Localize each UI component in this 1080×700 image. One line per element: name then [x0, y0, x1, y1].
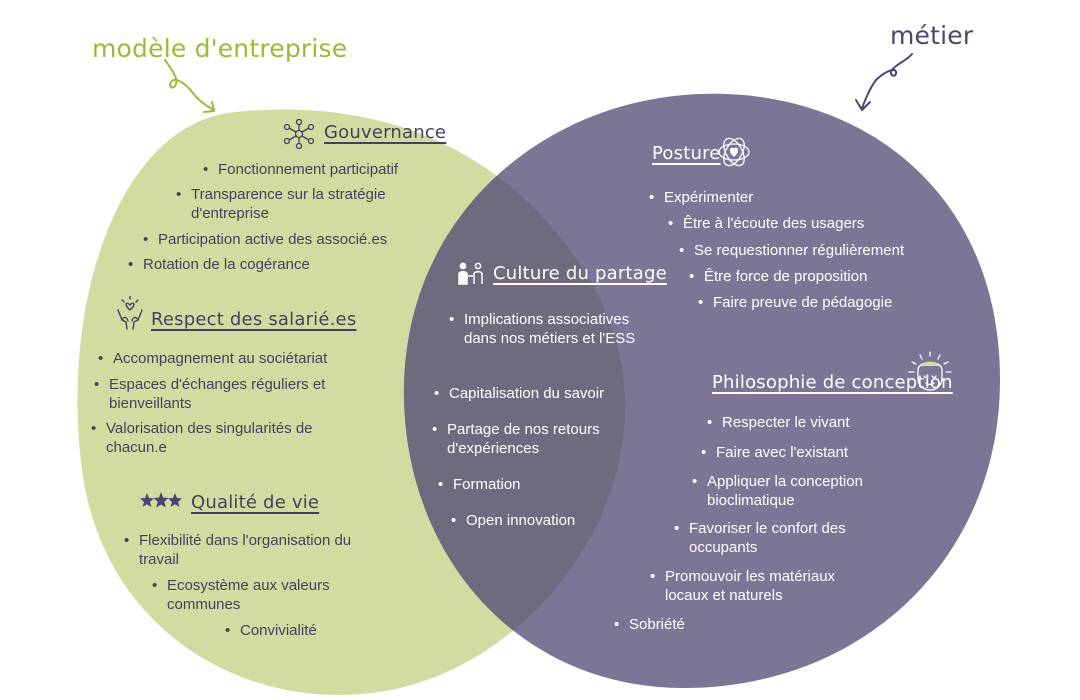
three-stars-icon [140, 492, 182, 510]
title-culture: Culture du partage [493, 263, 667, 284]
list-item: Faire preuve de pédagogie [698, 293, 953, 312]
list-item: Convivialité [225, 621, 400, 640]
list-item: Être à l'écoute des usagers [668, 214, 923, 233]
heart-mandala-icon [716, 134, 752, 170]
list-item: Open innovation [451, 511, 626, 530]
people-sharing-icon [456, 262, 486, 286]
list-item: Accompagnement au sociétariat [98, 349, 403, 368]
list-item: Favoriser le confort des occupants [674, 519, 879, 557]
list-item: Appliquer la conception bioclimatique [692, 472, 907, 510]
list-item: Respecter le vivant [707, 413, 922, 432]
head-mind-icon [904, 350, 956, 394]
network-icon [282, 119, 316, 149]
list-item: Sobriété [614, 615, 749, 634]
title-posture: Posture [652, 143, 721, 164]
list-item: Être force de proposition [689, 267, 944, 286]
list-item: Implications associatives dans nos métie… [449, 310, 654, 348]
list-item: Ecosystème aux valeurs communes [152, 576, 387, 614]
label-modele-entreprise: modèle d'entreprise [92, 34, 348, 63]
title-philosophie: Philosophie de conception [712, 372, 953, 393]
list-item: Espaces d'échanges réguliers et bienveil… [94, 375, 379, 413]
list-item: Se requestionner régulièrement [679, 241, 954, 260]
list-item: Transparence sur la stratégie d'entrepri… [176, 185, 441, 223]
list-item: Formation [438, 475, 603, 494]
arrow-left [164, 59, 215, 113]
overlap-area [403, 109, 626, 689]
raised-hands-heart-icon [116, 296, 144, 330]
list-item: Flexibilité dans l'organisation du trava… [124, 531, 379, 569]
title-qualite: Qualité de vie [191, 492, 320, 513]
list-item: Promouvoir les matériaux locaux et natur… [650, 567, 865, 605]
list-item: Expérimenter [649, 188, 864, 207]
list-item: Capitalisation du savoir [434, 384, 659, 403]
list-item: Valorisation des singularités de chacun.… [91, 419, 336, 457]
title-respect: Respect des salarié.es [151, 309, 357, 330]
list-item: Faire avec l'existant [701, 443, 916, 462]
list-item: Fonctionnement participatif [203, 160, 468, 179]
title-gouvernance: Gouvernance [324, 122, 447, 143]
list-item: Partage de nos retours d'expériences [432, 420, 647, 458]
label-metier: métier [890, 21, 974, 50]
list-item: Rotation de la cogérance [128, 255, 443, 274]
list-item: Participation active des associé.es [143, 230, 458, 249]
arrow-right [855, 53, 913, 111]
